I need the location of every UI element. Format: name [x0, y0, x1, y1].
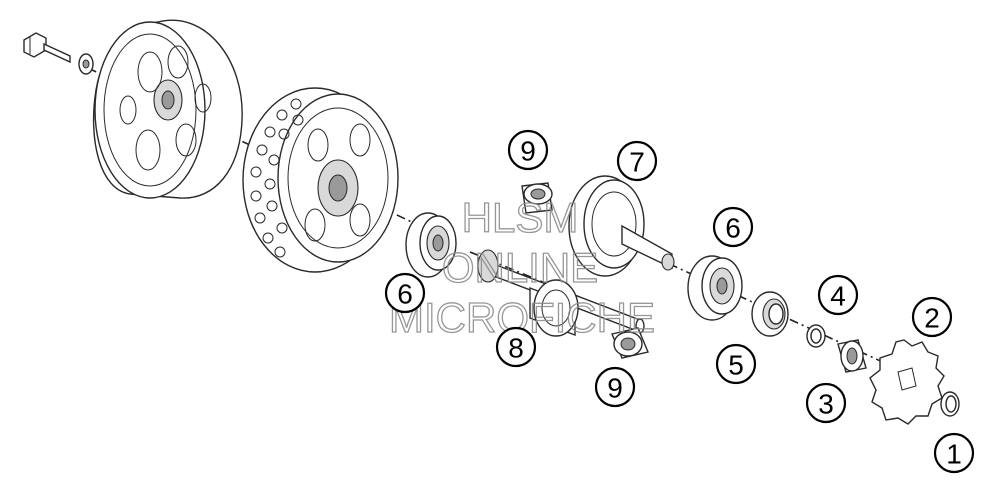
callout-9-lower: 9	[594, 366, 636, 408]
callout-9-upper-label: 9	[520, 136, 536, 167]
callout-3: 3	[805, 382, 847, 424]
pinion-shaft	[477, 249, 645, 337]
bearing-right	[687, 255, 743, 321]
sprocket	[869, 339, 945, 425]
wheel	[92, 19, 243, 199]
circlip	[940, 391, 960, 417]
bearing-left	[405, 212, 457, 278]
callout-9-upper: 9	[507, 129, 549, 171]
gear-shaft	[568, 175, 675, 277]
large-gear	[242, 87, 399, 273]
spacer	[837, 339, 867, 373]
callout-6-right: 6	[712, 206, 754, 248]
callout-4: 4	[817, 274, 859, 316]
callout-4-label: 4	[830, 281, 846, 312]
callout-2: 2	[911, 296, 953, 338]
washer	[78, 53, 94, 75]
callout-8-label: 8	[508, 333, 524, 364]
callout-5: 5	[715, 343, 757, 385]
bushing-lower	[611, 327, 649, 359]
callout-1-label: 1	[946, 439, 962, 470]
callout-6-left-label: 6	[397, 279, 413, 310]
bolt	[23, 32, 71, 64]
callout-9-lower-label: 9	[607, 373, 623, 404]
callout-8: 8	[495, 326, 537, 368]
bushing-upper	[521, 182, 553, 214]
watermark-line-2: ONLINE	[442, 244, 598, 291]
callout-2-label: 2	[924, 303, 940, 334]
callout-6-right-label: 6	[725, 213, 741, 244]
callout-1: 1	[933, 432, 975, 474]
callout-7: 7	[616, 140, 658, 182]
callout-7-label: 7	[629, 147, 645, 178]
callout-6-left: 6	[384, 272, 426, 314]
callout-5-label: 5	[728, 350, 744, 381]
o-ring	[806, 324, 826, 348]
watermark-line-1: HLSM	[462, 194, 579, 241]
seal	[751, 291, 789, 337]
callout-3-label: 3	[818, 389, 834, 420]
